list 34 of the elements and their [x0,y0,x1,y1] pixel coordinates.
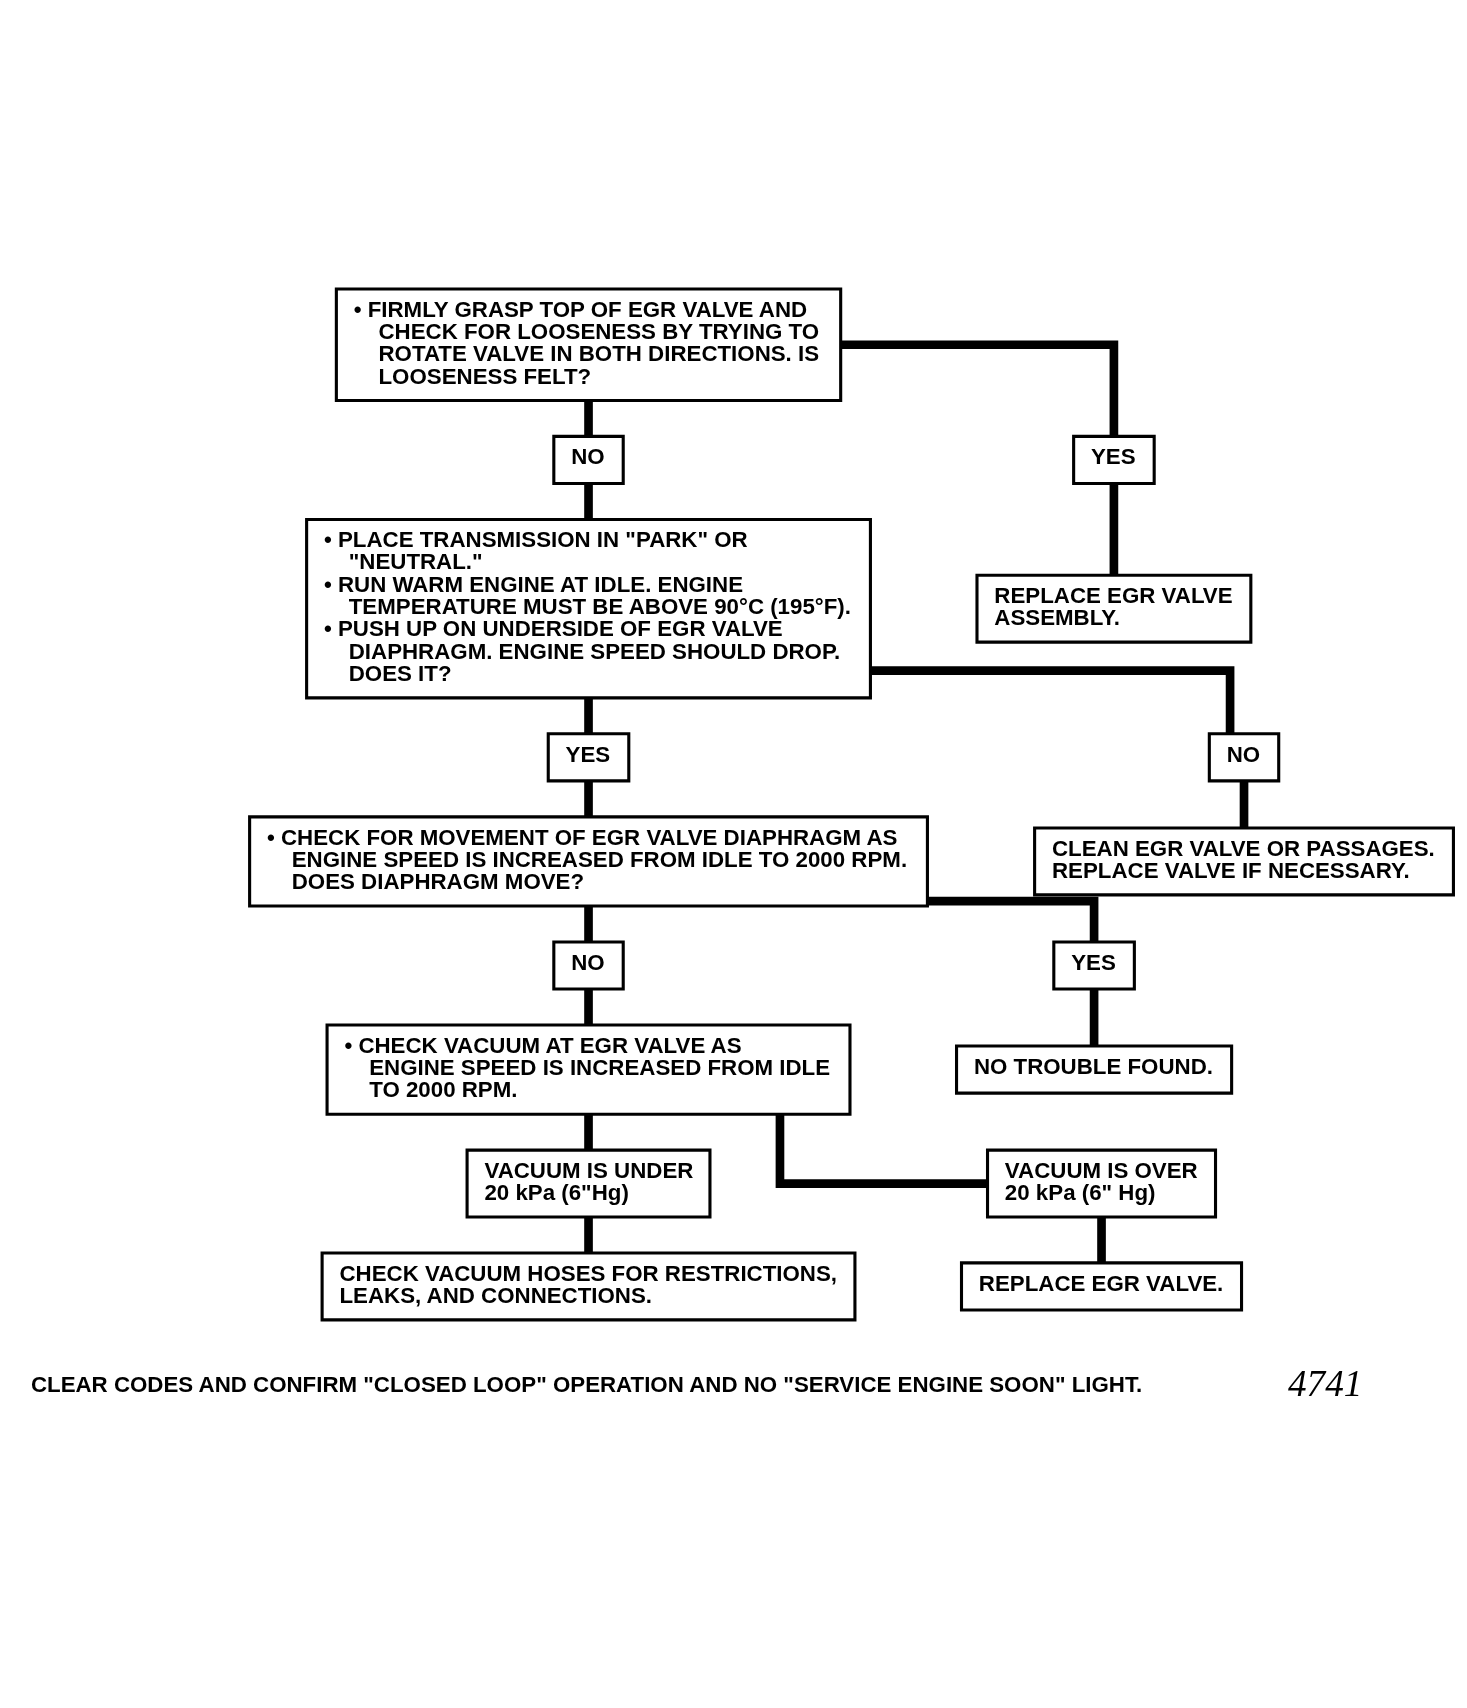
node-box: NO TROUBLE FOUND. [955,1044,1234,1095]
node-box: • CHECK FOR MOVEMENT OF EGR VALVE DIAPHRAGM AS ENGINE SPEED IS INCREASED FROM IDLE TO 2000 RPM. DOES DIAPHRAGM MOVE? [248,815,929,908]
label: 4741 [1288,1362,1363,1404]
node-box: YES [546,732,631,783]
connector [584,698,593,734]
connector [870,666,1235,734]
node-box: • PLACE TRANSMISSION IN "PARK" OR "NEUTRAL." • RUN WARM ENGINE AT IDLE. ENGINE TEMPERATURE MUST BE ABOVE 90°C (195°F). • PUSH UP ON UNDERSIDE OF EGR VALVE DIAPHRAGM. ENGINE SPEED SHOULD DROP. DOES IT? [305,517,872,700]
node-box: NO [1207,732,1281,783]
node-box: NO [552,940,625,991]
connector [584,400,593,437]
connector [775,1114,988,1188]
node-box: REPLACE EGR VALVE ASSEMBLY. [975,573,1253,644]
node-box: YES [1072,434,1156,486]
connector [584,1114,593,1150]
node-box: CLEAN EGR VALVE OR PASSAGES. REPLACE VALVE IF NECESSARY. [1033,826,1455,897]
connector [584,989,593,1025]
connector [1097,1217,1106,1263]
label: CLEAR CODES AND CONFIRM "CLOSED LOOP" OPERATION AND NO "SERVICE ENGINE SOON" LIGHT. [30,1371,1143,1397]
node-box: • CHECK VACUUM AT EGR VALVE AS ENGINE SPEED IS INCREASED FROM IDLE TO 2000 RPM. [325,1023,852,1116]
node-box: • FIRMLY GRASP TOP OF EGR VALVE AND CHECK FOR LOOSENESS BY TRYING TO ROTATE VALVE IN BOTH DIRECTIONS. IS LOOSENESS FELT? [334,287,843,403]
connector [584,906,593,942]
connector [584,780,593,817]
connector [1239,780,1249,828]
node-box: VACUUM IS UNDER 20 kPa (6"Hg) [465,1148,712,1219]
connector [1089,989,1099,1046]
connector [1109,483,1119,575]
node-box: YES [1052,940,1136,991]
connector [584,483,593,520]
node-box: REPLACE EGR VALVE. [959,1261,1244,1312]
connector [584,1217,593,1253]
connector [840,340,1119,437]
node-box: NO [552,434,625,486]
node-box: CHECK VACUUM HOSES FOR RESTRICTIONS, LEAKS, AND CONNECTIONS. [320,1251,857,1322]
node-box: VACUUM IS OVER 20 kPa (6" Hg) [985,1148,1218,1219]
